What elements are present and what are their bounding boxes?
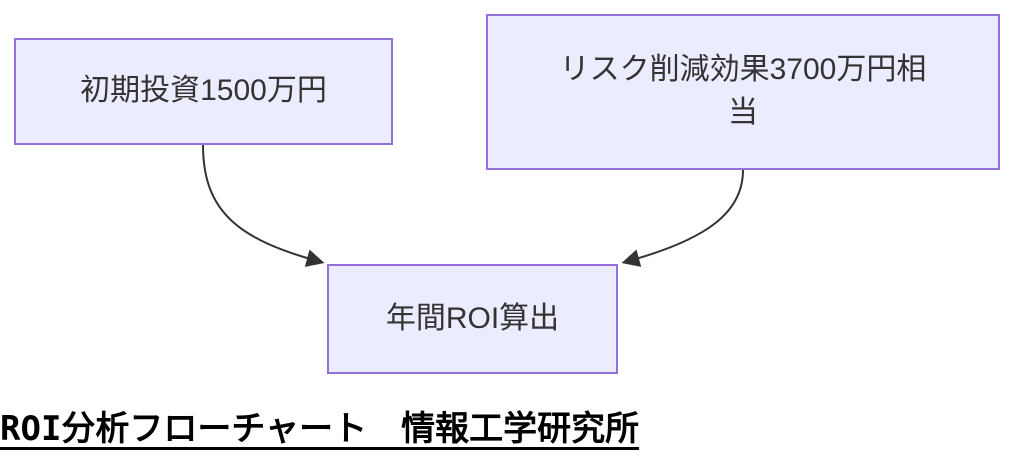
node-annual-roi: 年間ROI算出 bbox=[327, 264, 618, 374]
diagram-caption: ROI分析フローチャート 情報工学研究所 bbox=[0, 409, 640, 449]
edge-investment-to-roi bbox=[202, 144, 325, 267]
node-initial-investment: 初期投資1500万円 bbox=[14, 38, 393, 145]
node-risk-reduction: リスク削減効果3700万円相当 bbox=[486, 14, 1000, 170]
node-initial-investment-label: 初期投資1500万円 bbox=[80, 74, 327, 108]
edge-risk-to-roi bbox=[621, 169, 744, 267]
node-risk-reduction-label: リスク削減効果3700万円相当 bbox=[559, 53, 927, 129]
node-annual-roi-label: 年間ROI算出 bbox=[385, 301, 560, 335]
